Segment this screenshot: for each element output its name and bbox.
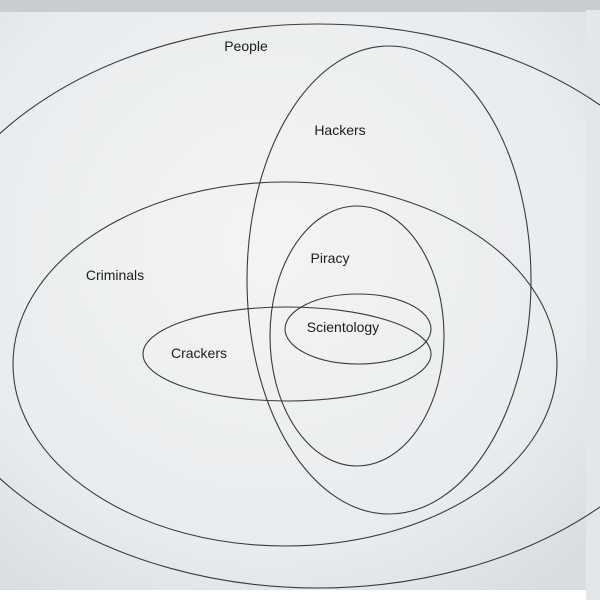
set-hackers-ellipse: [246, 45, 532, 515]
label-hackers: Hackers: [314, 122, 365, 138]
set-scientology-ellipse: [284, 293, 432, 365]
paper-background: [0, 10, 600, 590]
set-crackers-ellipse: [142, 306, 432, 402]
set-piracy-ellipse: [269, 205, 445, 467]
label-piracy: Piracy: [311, 250, 350, 266]
set-criminals-ellipse: [12, 181, 558, 547]
right-edge: [586, 10, 600, 600]
label-people: People: [224, 38, 268, 54]
label-criminals: Criminals: [86, 267, 144, 283]
set-people-ellipse: [0, 23, 600, 589]
label-crackers: Crackers: [171, 345, 227, 361]
top-edge: [0, 0, 600, 12]
label-scientology: Scientology: [307, 319, 379, 335]
